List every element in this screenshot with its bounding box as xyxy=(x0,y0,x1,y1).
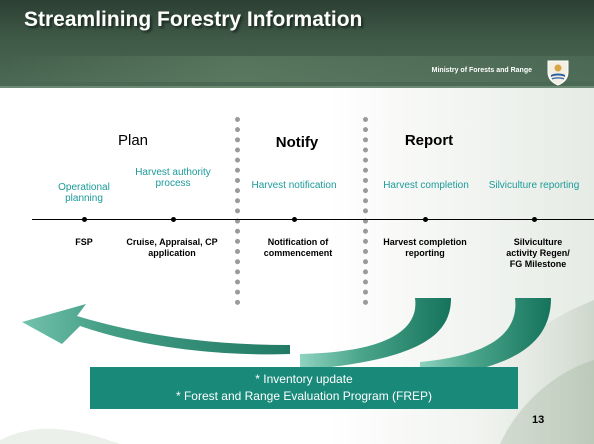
phase-report: Report xyxy=(404,132,454,149)
divider-plan-notify xyxy=(235,117,240,305)
stage-label-silviculture-reporting: Silviculture reporting xyxy=(488,180,580,191)
stage-detail-notification: Notification of commencement xyxy=(263,237,333,258)
feedback-arrow-from-silviculture xyxy=(420,298,551,378)
phase-plan: Plan xyxy=(117,132,149,149)
stage-label-harvest-completion: Harvest completion xyxy=(383,180,469,191)
page-title: Streamlining Forestry Information xyxy=(24,8,363,31)
header-band xyxy=(0,56,594,82)
bc-crest-icon xyxy=(547,60,569,86)
feedback-arrow-from-report xyxy=(300,298,451,370)
page-number: 13 xyxy=(532,414,545,426)
timeline-dot-operational-planning xyxy=(82,217,87,222)
ministry-label: Ministry of Forests and Range xyxy=(431,67,532,74)
timeline-dot-harvest-notification xyxy=(292,217,297,222)
callout-line-frep: * Forest and Range Evaluation Program (F… xyxy=(175,389,433,403)
stage-label-harvest-authority: Harvest authority process xyxy=(135,167,211,189)
stage-label-harvest-notification: Harvest notification xyxy=(251,180,337,191)
callout-line-inventory: * Inventory update xyxy=(255,372,353,386)
feedback-arrow-left xyxy=(22,304,290,355)
timeline-axis xyxy=(32,219,594,220)
stage-detail-cruise-appraisal: Cruise, Appraisal, CP application xyxy=(126,237,218,258)
timeline-dot-harvest-authority xyxy=(171,217,176,222)
stage-detail-silviculture: Silviculture activity Regen/ FG Mileston… xyxy=(506,237,570,269)
stage-detail-fsp: FSP xyxy=(75,237,93,247)
phase-notify: Notify xyxy=(275,134,319,151)
header: Streamlining Forestry Information Minist… xyxy=(0,0,594,88)
callout-box: * Inventory update * Forest and Range Ev… xyxy=(90,367,518,409)
stage-label-operational-planning: Operational planning xyxy=(58,182,110,204)
divider-notify-report xyxy=(363,117,368,305)
timeline-dot-harvest-completion xyxy=(423,217,428,222)
header-rule xyxy=(0,86,594,88)
stage-detail-harvest-completion: Harvest completion reporting xyxy=(383,237,467,258)
timeline-dot-silviculture-reporting xyxy=(532,217,537,222)
